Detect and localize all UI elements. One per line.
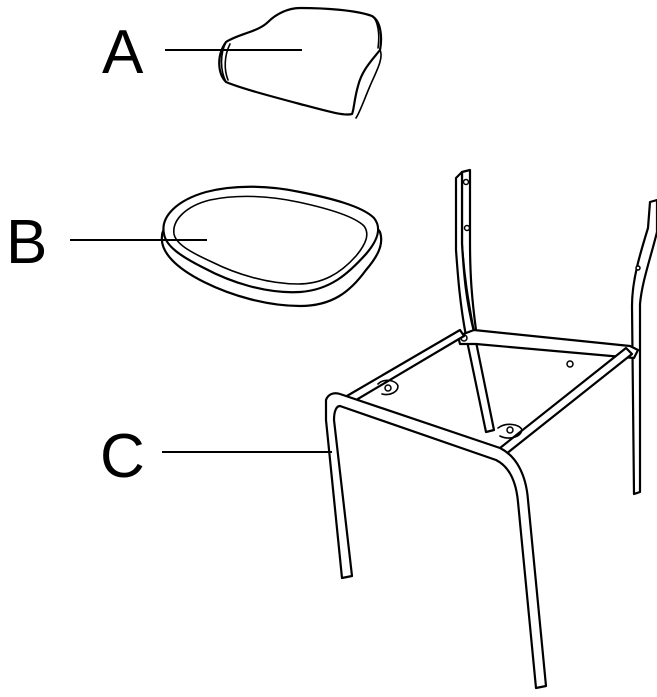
frame-hole — [635, 265, 641, 271]
frame-hole — [506, 426, 514, 434]
frame-hole — [462, 178, 470, 186]
label-a: A — [102, 18, 144, 87]
part-a-backrest — [218, 6, 383, 119]
part-b-seat — [160, 185, 383, 308]
frame-hole — [566, 360, 574, 368]
label-c: C — [100, 422, 145, 491]
frame-hole — [384, 384, 392, 392]
frame-hole — [463, 224, 471, 232]
label-b: B — [6, 208, 47, 277]
part-c-frame — [324, 168, 657, 690]
